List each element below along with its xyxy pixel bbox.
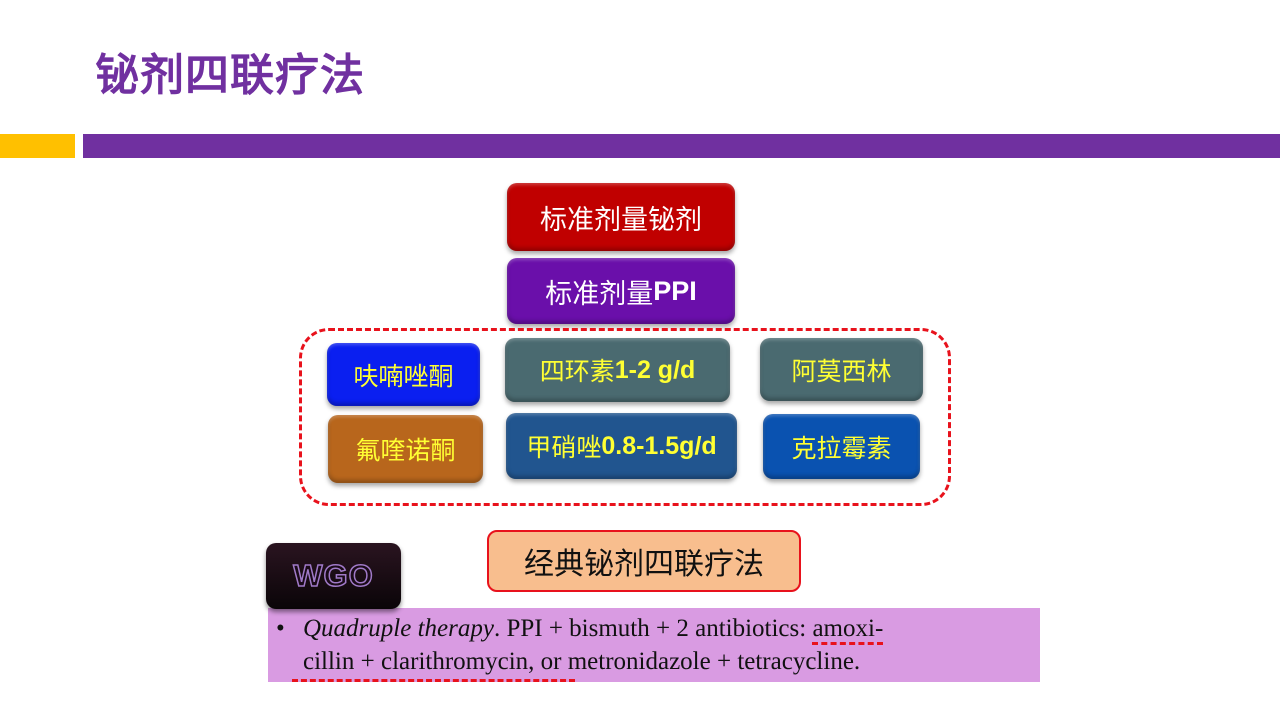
antibiotics-frame xyxy=(299,328,951,506)
bullet-icon: • xyxy=(276,615,285,642)
ppi-label: PPI xyxy=(653,275,697,306)
antibiotic-furazolidone: 呋喃唑酮 xyxy=(327,343,480,406)
antibiotic-name: 阿莫西林 xyxy=(791,356,892,386)
wgo-badge: WGO xyxy=(266,543,401,609)
underlined-text: cillin + clarithromycin xyxy=(303,648,529,675)
underlined-text: amoxi- xyxy=(812,615,884,645)
quote-line-2: cillin + clarithromycin, or metronidazol… xyxy=(303,645,860,678)
antibiotic-tetracycline: 四环素 1-2 g/d xyxy=(505,338,730,402)
quote-italic: Quadruple therapy xyxy=(303,615,494,642)
accent-bar xyxy=(0,134,75,158)
bismuth-box: 标准剂量铋剂 xyxy=(507,183,735,251)
antibiotic-clarithromycin: 克拉霉素 xyxy=(763,414,920,479)
slide-title: 铋剂四联疗法 xyxy=(95,50,365,101)
title-underline-bar xyxy=(83,134,1280,158)
antibiotic-name: 四环素 xyxy=(539,357,615,386)
classic-regimen-label: 经典铋剂四联疗法 xyxy=(487,530,801,592)
antibiotic-name: 甲硝唑 xyxy=(526,433,602,462)
guideline-quote: • Quadruple therapy. PPI + bismuth + 2 an… xyxy=(268,608,1040,682)
antibiotic-fluoroquinolone: 氟喹诺酮 xyxy=(328,415,483,483)
wgo-label: WGO xyxy=(293,557,374,594)
dashed-underline xyxy=(292,679,575,682)
quote-text: , or metronidazole + tetracycline. xyxy=(528,648,861,675)
quote-text: . PPI + bismuth + 2 antibiotics: xyxy=(493,615,813,642)
antibiotic-name: 克拉霉素 xyxy=(791,433,892,463)
antibiotic-dose: 0.8-1.5g/d xyxy=(601,431,717,460)
antibiotic-name: 氟喹诺酮 xyxy=(355,436,456,465)
ppi-prefix: 标准剂量 xyxy=(545,278,654,310)
antibiotic-dose: 1-2 g/d xyxy=(614,355,696,384)
quote-line-1: • Quadruple therapy. PPI + bismuth + 2 an… xyxy=(276,612,884,645)
antibiotic-amoxicillin: 阿莫西林 xyxy=(760,338,923,401)
antibiotic-name: 呋喃唑酮 xyxy=(353,361,454,391)
